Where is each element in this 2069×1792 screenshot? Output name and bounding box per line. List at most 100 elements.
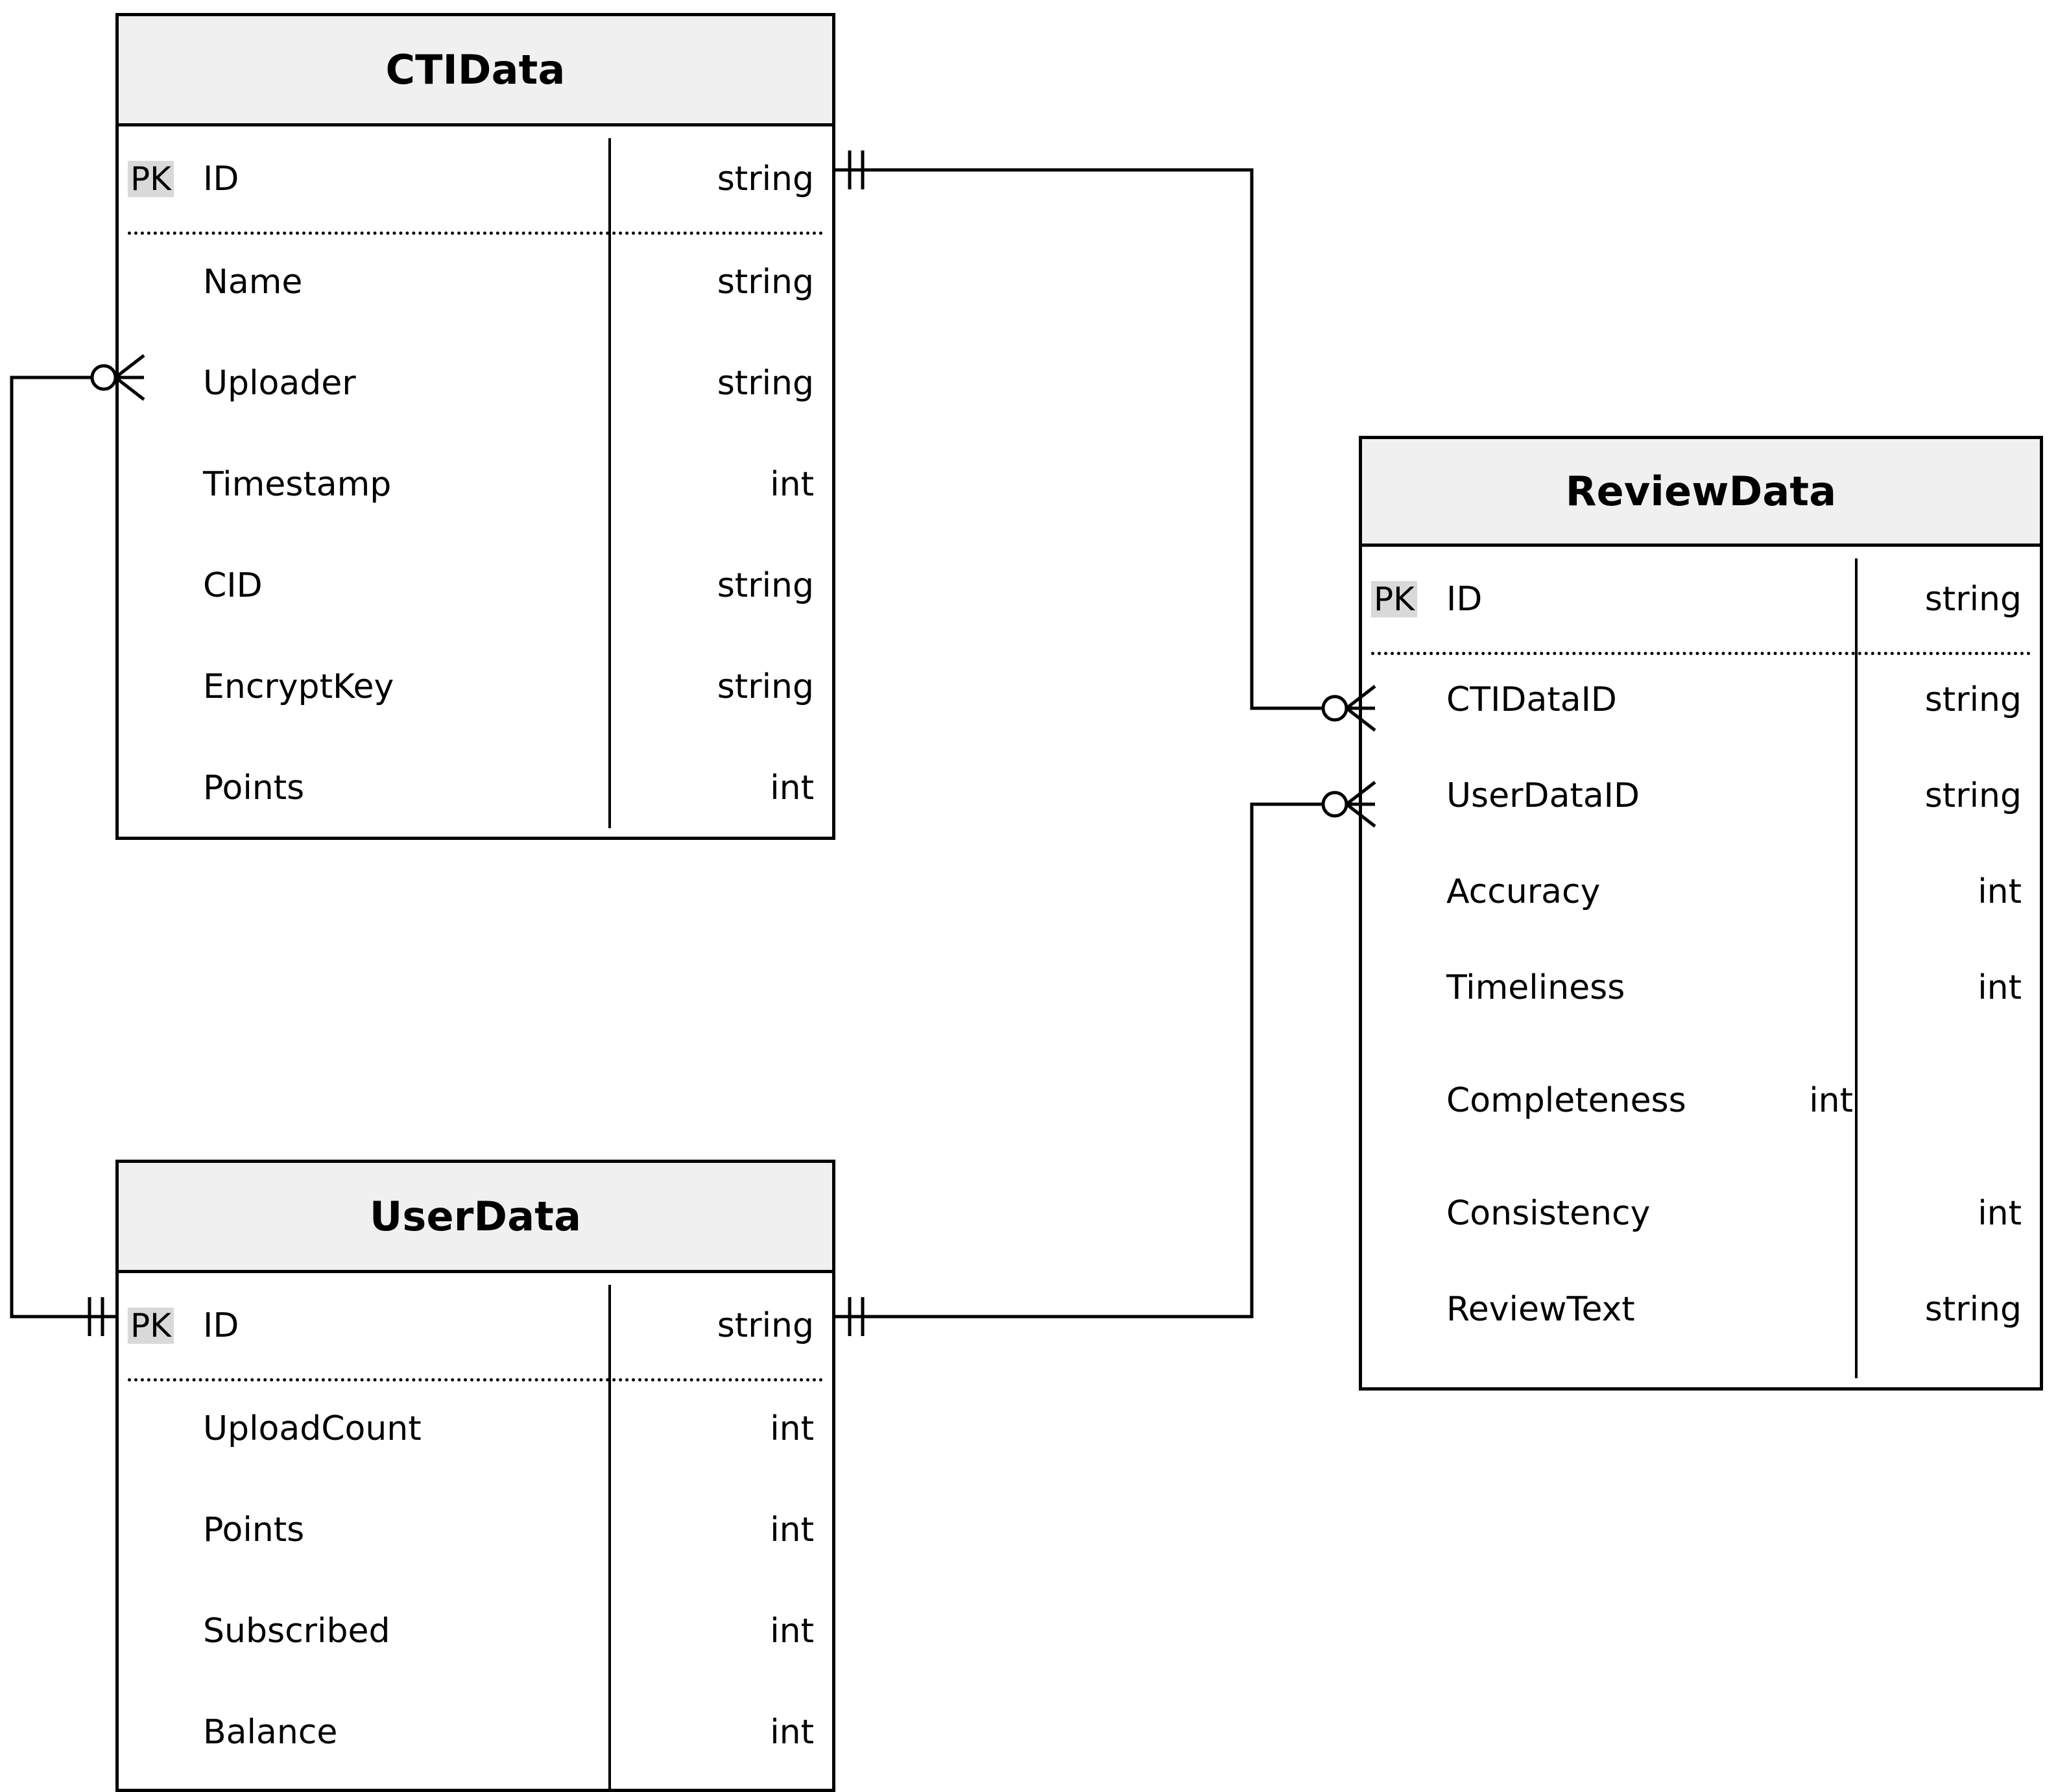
cardinality-zero-circle <box>90 364 117 391</box>
attribute-row-ctidata-timestamp[interactable]: Timestamp int <box>119 434 832 535</box>
attribute-name: UploadCount <box>203 1409 422 1448</box>
attribute-row-reviewdata-reviewtext[interactable]: ReviewText string <box>1362 1261 2040 1357</box>
entity-ctidata-title: CTIData <box>385 45 566 93</box>
attribute-row-ctidata-name[interactable]: Name string <box>119 232 832 333</box>
attribute-type: int <box>770 464 814 504</box>
attribute-name: CTIDataID <box>1446 680 1617 719</box>
attribute-type: string <box>717 159 814 198</box>
attribute-row-reviewdata-consistency[interactable]: Consistency int <box>1362 1165 2040 1261</box>
attribute-row-userdata-id[interactable]: PK ID string <box>119 1273 832 1378</box>
pk-badge-empty <box>1371 890 1376 893</box>
attribute-key-cell <box>119 1529 190 1531</box>
entity-ctidata-header: CTIData <box>119 16 832 126</box>
pk-badge-empty <box>128 1529 133 1531</box>
attribute-type: string <box>717 262 814 302</box>
attribute-type: string <box>717 363 814 403</box>
pk-badge-empty <box>128 483 133 486</box>
column-divider <box>608 138 611 828</box>
pk-divider <box>128 232 823 235</box>
attribute-type: int <box>770 1611 814 1651</box>
attribute-name: Points <box>203 1510 305 1549</box>
attribute-key-cell <box>119 584 190 587</box>
attribute-type: string <box>1924 776 2022 815</box>
attribute-key-cell <box>1362 1212 1433 1215</box>
attribute-name: Consistency <box>1446 1193 1651 1233</box>
connector-path <box>10 376 115 1319</box>
pk-badge-empty <box>128 1731 133 1734</box>
pk-badge-empty <box>128 1630 133 1632</box>
attribute-row-ctidata-points[interactable]: Points int <box>119 737 832 839</box>
pk-badge-empty <box>128 382 133 385</box>
attribute-type: int <box>770 768 814 807</box>
column-divider <box>608 1285 611 1792</box>
attribute-row-userdata-points[interactable]: Points int <box>119 1479 832 1581</box>
pk-badge-empty <box>128 787 133 789</box>
entity-userdata-title: UserData <box>369 1192 582 1240</box>
pk-badge-empty <box>128 584 133 587</box>
attribute-key-cell <box>1362 794 1433 797</box>
attribute-type: string <box>1924 680 2022 719</box>
attribute-name: CID <box>203 566 263 605</box>
cardinality-zero-circle <box>1321 695 1348 722</box>
pk-badge-empty <box>1371 699 1376 701</box>
attribute-row-userdata-balance[interactable]: Balance int <box>119 1682 832 1783</box>
attribute-key-cell: PK <box>1362 580 1433 618</box>
pk-badge-empty <box>1371 1099 1376 1102</box>
entity-reviewdata[interactable]: ReviewData PK ID string CTIDataID string… <box>1359 436 2043 1391</box>
attribute-row-ctidata-id[interactable]: PK ID string <box>119 126 832 232</box>
attribute-name: ID <box>203 159 239 198</box>
connector-path <box>835 168 1359 710</box>
attribute-type: int <box>1978 872 2022 911</box>
entity-ctidata[interactable]: CTIData PK ID string Name string Uploade… <box>115 13 835 840</box>
attribute-key-cell <box>119 281 190 283</box>
entity-userdata[interactable]: UserData PK ID string UploadCount int Po… <box>115 1160 835 1792</box>
attribute-row-reviewdata-id[interactable]: PK ID string <box>1362 547 2040 652</box>
attribute-type: string <box>717 1306 814 1345</box>
attribute-type: int <box>770 1409 814 1448</box>
attribute-key-cell <box>119 1731 190 1734</box>
attribute-type: int <box>1809 1081 1853 1120</box>
attribute-type: int <box>770 1510 814 1549</box>
pk-divider <box>1371 652 2031 655</box>
entity-reviewdata-title: ReviewData <box>1565 467 1837 515</box>
attribute-key-cell <box>1362 1099 1433 1102</box>
attribute-row-reviewdata-timeliness[interactable]: Timeliness int <box>1362 940 2040 1036</box>
relationship-ctidata-reviewdata[interactable] <box>835 150 1376 732</box>
attribute-key-cell <box>119 787 190 789</box>
attribute-key-cell <box>1362 699 1433 701</box>
attribute-name: ReviewText <box>1446 1289 1635 1329</box>
attribute-name: Subscribed <box>203 1611 390 1651</box>
attribute-key-cell <box>119 686 190 688</box>
attribute-name: ID <box>1446 579 1483 619</box>
pk-badge-empty <box>128 281 133 283</box>
attribute-row-userdata-uploadcount[interactable]: UploadCount int <box>119 1378 832 1479</box>
cardinality-zero-circle <box>1321 791 1348 818</box>
attribute-row-reviewdata-ctidataid[interactable]: CTIDataID string <box>1362 652 2040 748</box>
attribute-key-cell: PK <box>119 1307 190 1344</box>
attribute-name: UserDataID <box>1446 776 1640 815</box>
attribute-row-reviewdata-userdataid[interactable]: UserDataID string <box>1362 748 2040 844</box>
attribute-key-cell <box>119 483 190 486</box>
attribute-name: Balance <box>203 1712 338 1752</box>
attribute-key-cell <box>119 1630 190 1632</box>
attribute-name: Accuracy <box>1446 872 1601 911</box>
attribute-name: Completeness <box>1446 1081 1686 1120</box>
attribute-key-cell <box>1362 986 1433 989</box>
attribute-name: Timestamp <box>203 464 392 504</box>
pk-badge-empty <box>1371 986 1376 989</box>
column-divider <box>1855 558 1858 1378</box>
attribute-key-cell <box>119 1428 190 1430</box>
attribute-row-ctidata-cid[interactable]: CID string <box>119 535 832 636</box>
pk-badge: PK <box>1371 580 1417 618</box>
attribute-row-ctidata-uploader[interactable]: Uploader string <box>119 333 832 434</box>
attribute-type: int <box>1978 1193 2022 1233</box>
attribute-key-cell <box>1362 890 1433 893</box>
attribute-row-reviewdata-accuracy[interactable]: Accuracy int <box>1362 844 2040 940</box>
relationship-userdata-reviewdata[interactable] <box>835 781 1376 1336</box>
attribute-row-ctidata-encryptkey[interactable]: EncryptKey string <box>119 636 832 737</box>
attribute-type: int <box>1978 968 2022 1007</box>
entity-userdata-header: UserData <box>119 1163 832 1273</box>
attribute-row-reviewdata-completeness[interactable]: Completeness int <box>1362 1036 2040 1165</box>
attribute-row-userdata-subscribed[interactable]: Subscribed int <box>119 1581 832 1682</box>
